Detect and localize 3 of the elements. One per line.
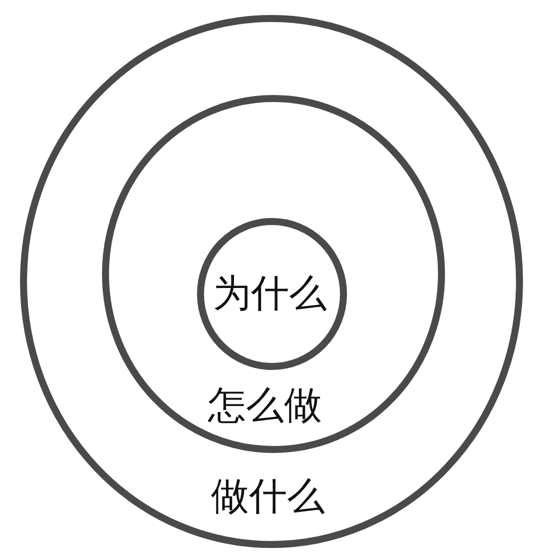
node-label: 怎么做 <box>208 385 322 427</box>
node-label: 做什么 <box>211 476 325 518</box>
node-label: 为什么 <box>213 273 327 315</box>
